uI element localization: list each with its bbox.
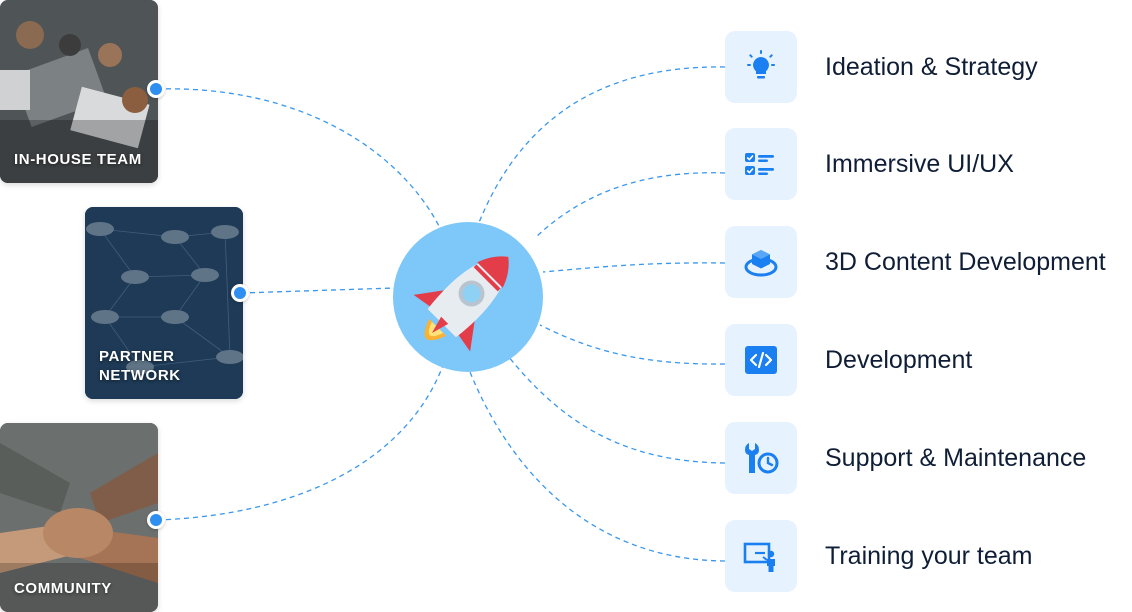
connector-service-6 bbox=[469, 371, 726, 562]
connector-service-2 bbox=[534, 172, 726, 239]
service-label-ui-ux: Immersive UI/UX bbox=[825, 150, 1014, 178]
lightbulb-icon bbox=[725, 31, 797, 103]
service-label-training: Training your team bbox=[825, 542, 1033, 570]
connector-dot-inhouse bbox=[147, 80, 165, 98]
wrench-clock-icon bbox=[725, 422, 797, 494]
card-community[interactable]: COMMUNITY bbox=[0, 423, 158, 612]
card-in-house-team[interactable]: IN-HOUSE TEAM bbox=[0, 0, 158, 183]
hub-rocket bbox=[393, 222, 543, 372]
connector-inhouse bbox=[156, 88, 441, 229]
connector-partner bbox=[240, 287, 396, 294]
3d-cube-icon bbox=[725, 226, 797, 298]
card-label: COMMUNITY bbox=[14, 580, 112, 597]
connector-community bbox=[156, 359, 446, 521]
card-label: IN-HOUSE TEAM bbox=[14, 151, 142, 168]
service-label-development: Development bbox=[825, 346, 973, 374]
service-label-support: Support & Maintenance bbox=[825, 444, 1087, 472]
code-icon bbox=[725, 324, 797, 396]
community-hands-photo bbox=[0, 423, 158, 612]
rocket-icon bbox=[413, 256, 509, 352]
service-label-ideation: Ideation & Strategy bbox=[825, 53, 1038, 81]
card-label: PARTNER NETWORK bbox=[99, 348, 181, 384]
connector-service-5 bbox=[507, 355, 726, 464]
network-cloud-graphic bbox=[85, 207, 243, 399]
card-partner-network[interactable]: PARTNER NETWORK bbox=[85, 207, 243, 399]
connector-dot-community bbox=[147, 511, 165, 529]
connector-dot-partner bbox=[231, 284, 249, 302]
connector-service-3 bbox=[542, 262, 726, 273]
presentation-icon bbox=[725, 520, 797, 592]
connector-service-4 bbox=[539, 324, 726, 365]
connector-service-1 bbox=[477, 66, 726, 226]
checklist-icon bbox=[725, 128, 797, 200]
service-label-3d: 3D Content Development bbox=[825, 248, 1106, 276]
team-photo bbox=[0, 0, 158, 183]
